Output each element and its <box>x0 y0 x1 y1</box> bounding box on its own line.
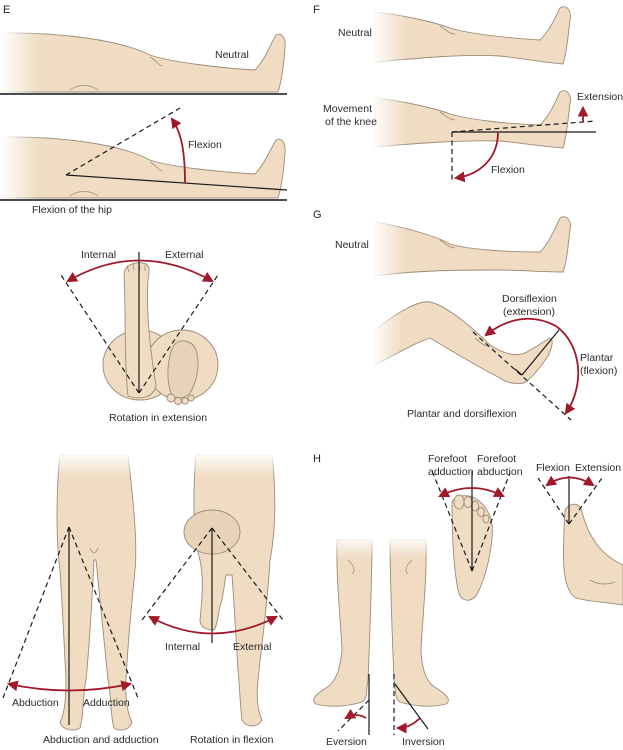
eversion-arrow <box>344 708 367 720</box>
leg-axis-dashed <box>472 331 572 421</box>
label-flexion-hip: Flexion <box>188 139 222 151</box>
dorsiflexion-arrow <box>484 317 557 337</box>
toe-flex-ext-arrow <box>545 475 595 487</box>
panel-letter-e: E <box>3 4 10 16</box>
label-ff-abd-line2: abduction <box>477 466 523 478</box>
label-external-flex: External <box>233 641 272 653</box>
label-internal-ext: Internal <box>81 249 116 261</box>
foot-front-view <box>562 503 623 606</box>
leg-neutral-hip <box>0 30 286 94</box>
rotflex-internal-limit <box>141 527 213 621</box>
caption-abduction-adduction: Abduction and adduction <box>43 734 159 746</box>
label-movement-line1: Movement <box>323 103 372 115</box>
label-plantar-line2: (flexion) <box>580 365 617 377</box>
panel-letter-f: F <box>313 4 320 16</box>
panel-h: H Forefoot adduction Forefoot abduction … <box>313 453 623 748</box>
legs-abduction-adduction <box>55 452 137 731</box>
caption-rotation-flexion: Rotation in flexion <box>190 734 274 746</box>
internal-limit-line <box>60 274 140 394</box>
legs-eversion-inversion <box>313 536 449 707</box>
label-toe-extension: Extension <box>575 462 621 474</box>
label-plantar-line1: Plantar <box>580 352 614 364</box>
caption-rotation-extension: Rotation in extension <box>109 412 207 424</box>
inversion-limit-line <box>394 683 429 730</box>
label-eversion: Eversion <box>326 736 367 748</box>
label-extension-knee: Extension <box>577 91 623 103</box>
label-ff-abd-line1: Forefoot <box>477 453 516 465</box>
caption-flexion-hip: Flexion of the hip <box>32 204 112 216</box>
abduction-limit-line <box>2 526 70 699</box>
panel-letter-g: G <box>313 209 322 221</box>
leg-neutral-knee <box>372 6 571 66</box>
flexion-arrow <box>170 117 186 184</box>
panel-g: G Neutral Dorsiflexion (extension) Plant… <box>313 209 617 421</box>
external-limit-line <box>138 274 219 394</box>
label-neutral-knee: Neutral <box>338 27 372 39</box>
panel-f: F Neutral Extension Flexion Movement of … <box>313 4 623 183</box>
knee-extension-line <box>451 120 597 133</box>
label-abduction: Abduction <box>12 697 59 709</box>
legs-rotation-flexion <box>183 452 278 727</box>
neutral-axis-line <box>65 174 288 191</box>
abduction-adduction-arrow <box>6 680 133 692</box>
label-dorsi-line1: Dorsiflexion <box>502 293 557 305</box>
toe-flexion-limit <box>537 477 570 525</box>
label-ff-add-line1: Forefoot <box>428 453 467 465</box>
leg-movement-knee <box>372 90 571 150</box>
rotation-extension-arrow <box>66 259 214 283</box>
adduction-limit-line <box>68 526 139 699</box>
label-ff-add-line2: adduction <box>428 466 474 478</box>
inversion-arrow <box>395 717 421 734</box>
label-movement-line2: of the knee <box>325 116 377 128</box>
label-neutral-hip: Neutral <box>215 49 249 61</box>
knee-flexion-arrow <box>453 131 499 183</box>
rotation-flexion-arrow <box>148 615 278 635</box>
leg-flexion-hip <box>0 134 286 200</box>
panel-letter-h: H <box>313 453 321 465</box>
label-neutral-ankle: Neutral <box>335 239 369 251</box>
label-toe-flexion: Flexion <box>536 462 570 474</box>
plantarflexion-arrow <box>555 325 580 415</box>
label-adduction: Adduction <box>83 697 130 709</box>
label-flexion-knee: Flexion <box>491 164 525 176</box>
leg-neutral-ankle <box>372 216 571 278</box>
label-external-ext: External <box>165 249 204 261</box>
rotflex-external-limit <box>211 527 284 621</box>
toe-extension-limit <box>568 477 603 525</box>
foot-axis-corner <box>514 368 523 376</box>
forefoot-arrow <box>438 487 505 497</box>
label-dorsi-line2: (extension) <box>503 306 555 318</box>
panel-e: E Neutral Flexion Flexion of the hip <box>0 4 288 746</box>
label-internal-flex: Internal <box>165 641 200 653</box>
caption-plantar-dorsiflexion: Plantar and dorsiflexion <box>407 408 517 420</box>
foot-axis-line <box>521 329 560 376</box>
legs-rotation-extension <box>102 262 219 405</box>
label-inversion: Inversion <box>402 736 445 748</box>
